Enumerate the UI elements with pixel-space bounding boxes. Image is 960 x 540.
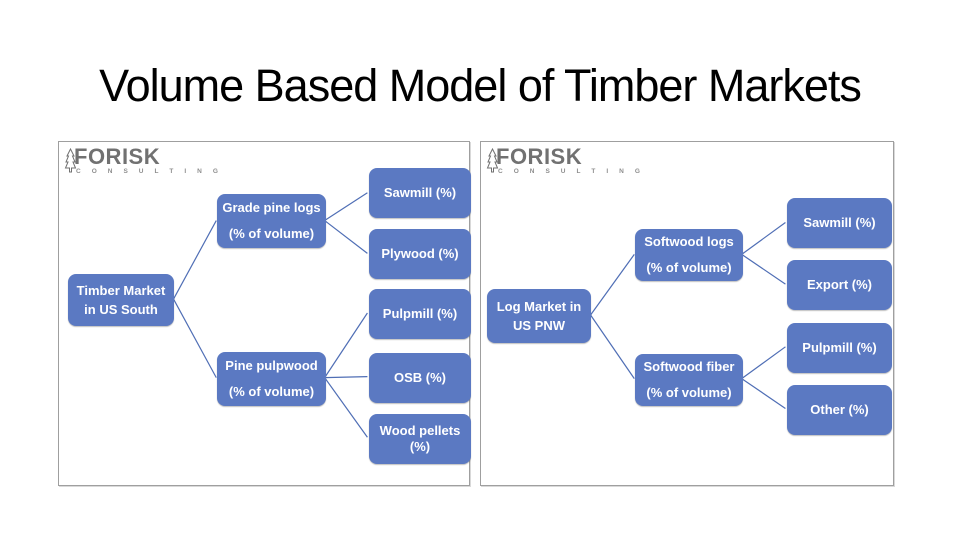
- logo-tagline-text: C O N S U L T I N G: [498, 168, 645, 175]
- node-softwood-logs: Softwood logs (% of volume): [635, 229, 743, 281]
- connector-lines-left: [173, 192, 368, 438]
- pine-tree-icon: [486, 148, 499, 173]
- node-sawmill-pnw: Sawmill (%): [787, 198, 892, 248]
- slide-title: Volume Based Model of Timber Markets: [99, 60, 862, 111]
- node-wood-pellets: Wood pellets (%): [369, 414, 471, 464]
- logo-brand-text: FORISK: [496, 144, 583, 169]
- forisk-logo: FORISK C O N S U L T I N G: [486, 146, 645, 175]
- node-sawmill-south: Sawmill (%): [369, 168, 471, 218]
- connector-lines-right: [590, 222, 786, 409]
- node-plywood: Plywood (%): [369, 229, 471, 279]
- logo-brand-text: FORISK: [74, 144, 161, 169]
- node-export: Export (%): [787, 260, 892, 310]
- node-timber-market-us-south: Timber Market in US South: [68, 274, 174, 326]
- forisk-logo: FORISK C O N S U L T I N G: [64, 146, 223, 175]
- panel-us-pnw: FORISK C O N S U L T I N G Log Market in…: [480, 141, 894, 486]
- node-log-market-us-pnw: Log Market in US PNW: [487, 289, 591, 343]
- node-other: Other (%): [787, 385, 892, 435]
- node-pulpmill-south: Pulpmill (%): [369, 289, 471, 339]
- logo-tagline-text: C O N S U L T I N G: [76, 168, 223, 175]
- pine-tree-icon: [64, 148, 77, 173]
- panel-us-south: FORISK C O N S U L T I N G Timber Market…: [58, 141, 471, 486]
- node-softwood-fiber: Softwood fiber (% of volume): [635, 354, 743, 406]
- node-osb: OSB (%): [369, 353, 471, 403]
- node-pine-pulpwood: Pine pulpwood (% of volume): [217, 352, 326, 406]
- node-pulpmill-pnw: Pulpmill (%): [787, 323, 892, 373]
- node-grade-pine-logs: Grade pine logs (% of volume): [217, 194, 326, 248]
